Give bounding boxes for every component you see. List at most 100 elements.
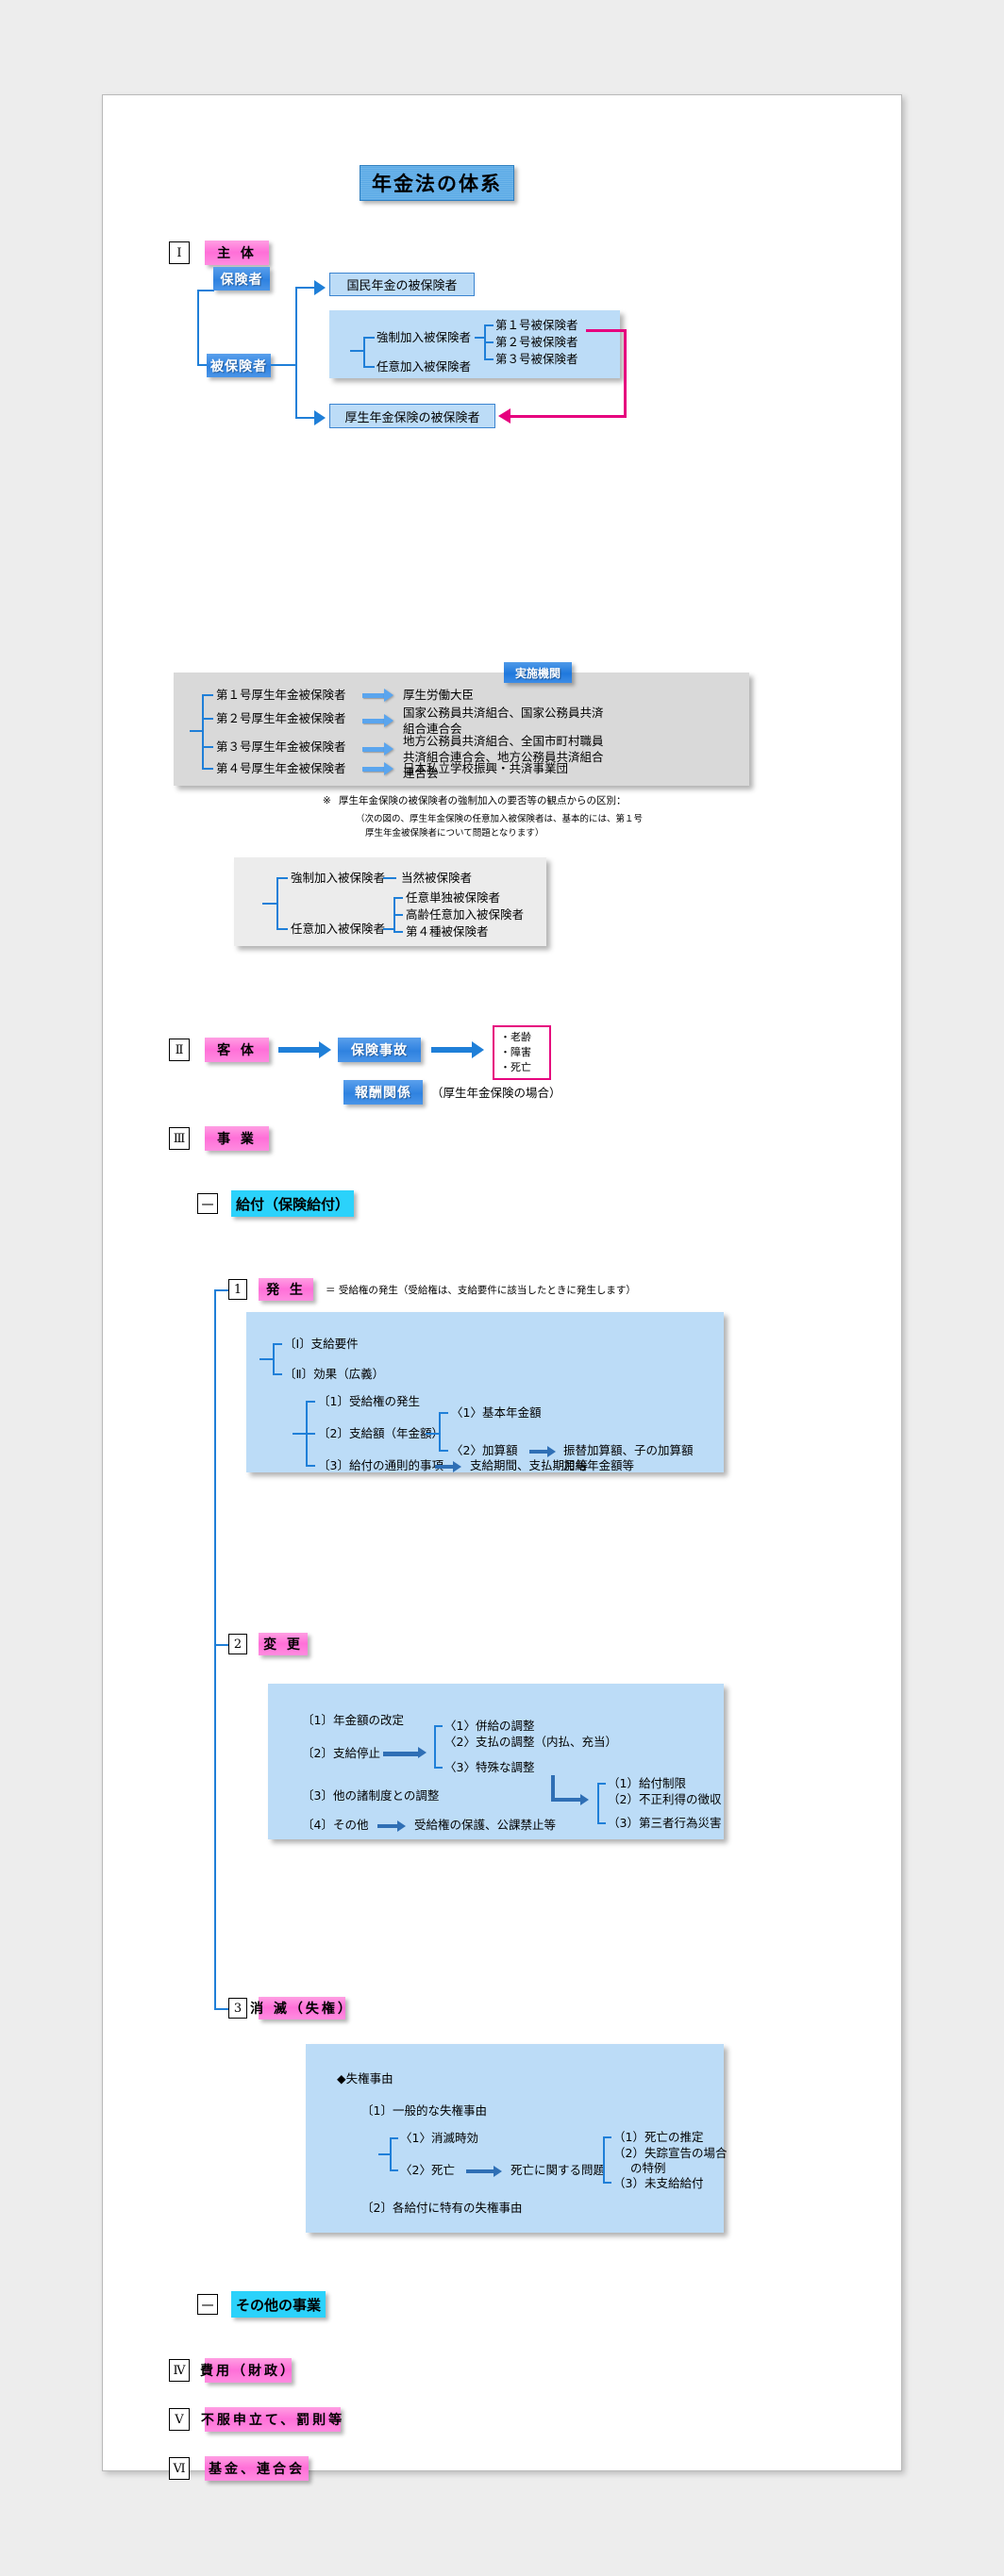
occurrence-effect-3: 〔3〕給付の通則的事項 <box>318 1458 443 1472</box>
tree-spine-subject <box>197 290 199 366</box>
agency-row-left-3: 第３号厚生年金被保険者 <box>216 740 346 754</box>
tree-tick-agency-2 <box>202 718 213 720</box>
event-disability: ・障害 <box>500 1045 531 1058</box>
ext-tick-2 <box>390 2169 398 2171</box>
agency-row-left-2: 第２号厚生年金被保険者 <box>216 711 346 725</box>
label-category-3: 第３号被保険者 <box>495 352 578 366</box>
occ-tick-a1 <box>273 1343 282 1345</box>
benefit-marker: 一 <box>197 1193 218 1214</box>
section-number-4: Ⅳ <box>169 2359 190 2382</box>
section-number-3: Ⅲ <box>169 1127 190 1150</box>
suspension-arrow-icon <box>418 1747 427 1758</box>
occurrence-number: 1 <box>228 1279 247 1300</box>
occ-in-c <box>426 1433 441 1435</box>
agency-arrow-1-shaft <box>362 693 385 698</box>
tree-tick-kind-mandatory <box>276 877 288 879</box>
tree-tick-agency-1 <box>202 694 213 696</box>
death-spine <box>603 2136 605 2184</box>
addition-arrow-shaft <box>529 1450 548 1454</box>
susp-tick-1 <box>434 1725 443 1727</box>
occurrence-amount-1: 〈1〉基本年金額 <box>451 1405 542 1420</box>
panel-enrollment-kinds <box>234 857 546 946</box>
label-mandatory-insured: 強制加入被保険者 <box>376 330 472 344</box>
note-line-3: 厚生年金被保険者について問題となります） <box>365 828 544 839</box>
node-benefit: 給付（保険給付） <box>231 1190 354 1217</box>
extinction-heading: ◆失権事由 <box>337 2071 393 2086</box>
occ-tick-b1 <box>306 1401 315 1403</box>
label-voluntary-kind-3: 第４種被保険者 <box>406 924 489 939</box>
node-change: 変 更 <box>259 1633 308 1655</box>
special-child-3: （3）第三者行為災害 <box>608 1816 722 1830</box>
label-voluntary-kind-2: 高齢任意加入被保険者 <box>406 907 525 922</box>
occ-tick-b2 <box>306 1433 315 1435</box>
other-arrow-shaft <box>377 1824 398 1828</box>
special-arrow-vert <box>551 1775 555 1802</box>
occurrence-amount-2: 〈2〉加算額 <box>451 1443 518 1457</box>
label-category-2: 第２号被保険者 <box>495 335 578 349</box>
change-number: 2 <box>228 1634 247 1654</box>
agency-arrow-1-icon <box>384 689 393 702</box>
addition-arrow-icon <box>547 1446 556 1457</box>
section-label-shutai: 主 体 <box>205 241 269 265</box>
tree-tick-agency-3 <box>202 746 213 748</box>
agency-arrow-2-shaft <box>362 719 385 723</box>
addition-detail-line-2: 加給年金額等 <box>563 1458 635 1472</box>
occ-in-b <box>293 1433 308 1435</box>
change-item-3: 〔3〕他の諸制度との調整 <box>302 1788 440 1803</box>
benefit-tick-3 <box>214 2008 229 2010</box>
change-item-4: 〔4〕その他 <box>302 1818 369 1832</box>
feedback-arrowhead-icon <box>498 408 510 424</box>
special-arrow-shaft <box>551 1798 581 1802</box>
tree-tick-kind-voluntary <box>276 928 288 930</box>
feedback-line-vert <box>624 329 627 416</box>
node-remuneration-relation: 報酬関係 <box>343 1080 423 1105</box>
link-to-ep <box>295 417 316 419</box>
agency-arrow-4-icon <box>384 762 393 775</box>
special-child-2: （2）不正利得の徴収 <box>608 1792 722 1806</box>
extinction-sub-1: 〈1〉消滅時効 <box>400 2131 478 2145</box>
object-arrow-1-icon <box>319 1041 331 1058</box>
extinction-item-2: 〔2〕各給付に特有の失権事由 <box>361 2201 523 2215</box>
benefit-tick-2 <box>214 1644 229 1646</box>
benefit-tick-1 <box>214 1289 229 1291</box>
panel-change <box>268 1684 724 1839</box>
addition-detail-line-1: 振替加算額、子の加算額 <box>563 1443 694 1457</box>
agency-arrow-4-shaft <box>362 767 385 772</box>
extinction-item-1: 〔1〕一般的な失権事由 <box>361 2103 487 2118</box>
death-child-2a: （2）失踪宣告の場合 <box>613 2146 728 2160</box>
benefit-spine <box>214 1289 216 2010</box>
object-arrow-2-icon <box>472 1041 484 1058</box>
tree-tick-cat1 <box>484 324 494 326</box>
label-natural-insured: 当然被保険者 <box>401 871 473 885</box>
badge-implementing-agency: 実施機関 <box>504 662 572 683</box>
box-insured-events: ・老齢 ・障害 ・死亡 <box>493 1025 551 1080</box>
tree-spine-enroll <box>363 337 365 367</box>
link-insured-vert <box>295 287 297 419</box>
panel-extinction <box>306 2044 724 2233</box>
tree-in-kinds <box>262 903 278 905</box>
occ-tick-b3 <box>306 1465 315 1467</box>
label-kind-voluntary: 任意加入被保険者 <box>291 922 386 936</box>
suspension-child-3: 〈3〉特殊な調整 <box>444 1760 535 1774</box>
agency-row-left-4: 第４号厚生年金被保険者 <box>216 761 346 775</box>
label-kind-mandatory: 強制加入被保険者 <box>291 871 386 885</box>
death-arrow-shaft <box>466 2169 494 2173</box>
tree-tick-voluntary <box>363 366 375 368</box>
change-item-1: 〔1〕年金額の改定 <box>302 1713 404 1727</box>
occurrence-item-1: 〔Ⅰ〕支給要件 <box>284 1337 359 1351</box>
extinction-number: 3 <box>228 1998 247 2019</box>
tree-tick-vk-3 <box>393 931 403 933</box>
tree-tick-insurer <box>197 290 214 291</box>
extinction-sub-2: 〈2〉死亡 <box>400 2163 455 2177</box>
panel-implementing-agency <box>174 673 749 786</box>
tree-tick-agency-4 <box>202 768 213 770</box>
occurrence-effect-1: 〔1〕受給権の発生 <box>318 1394 420 1408</box>
agency-row-right-3: 地方公務員共済組合、全国市町村職員 共済組合連合会、地方公務員共済組合 連合会 <box>403 734 604 780</box>
death-child-1: （1）死亡の推定 <box>613 2130 704 2144</box>
ext-in <box>378 2153 392 2155</box>
section-label-kyakutai: 客 体 <box>205 1038 269 1062</box>
label-voluntary-insured: 任意加入被保険者 <box>376 359 472 374</box>
occurrence-description: ＝ 受給権の発生（受給権は、支給要件に該当したときに発生します） <box>326 1285 636 1296</box>
tree-tick-cat3 <box>484 358 494 360</box>
node-insurance-accident: 保険事故 <box>338 1038 421 1062</box>
